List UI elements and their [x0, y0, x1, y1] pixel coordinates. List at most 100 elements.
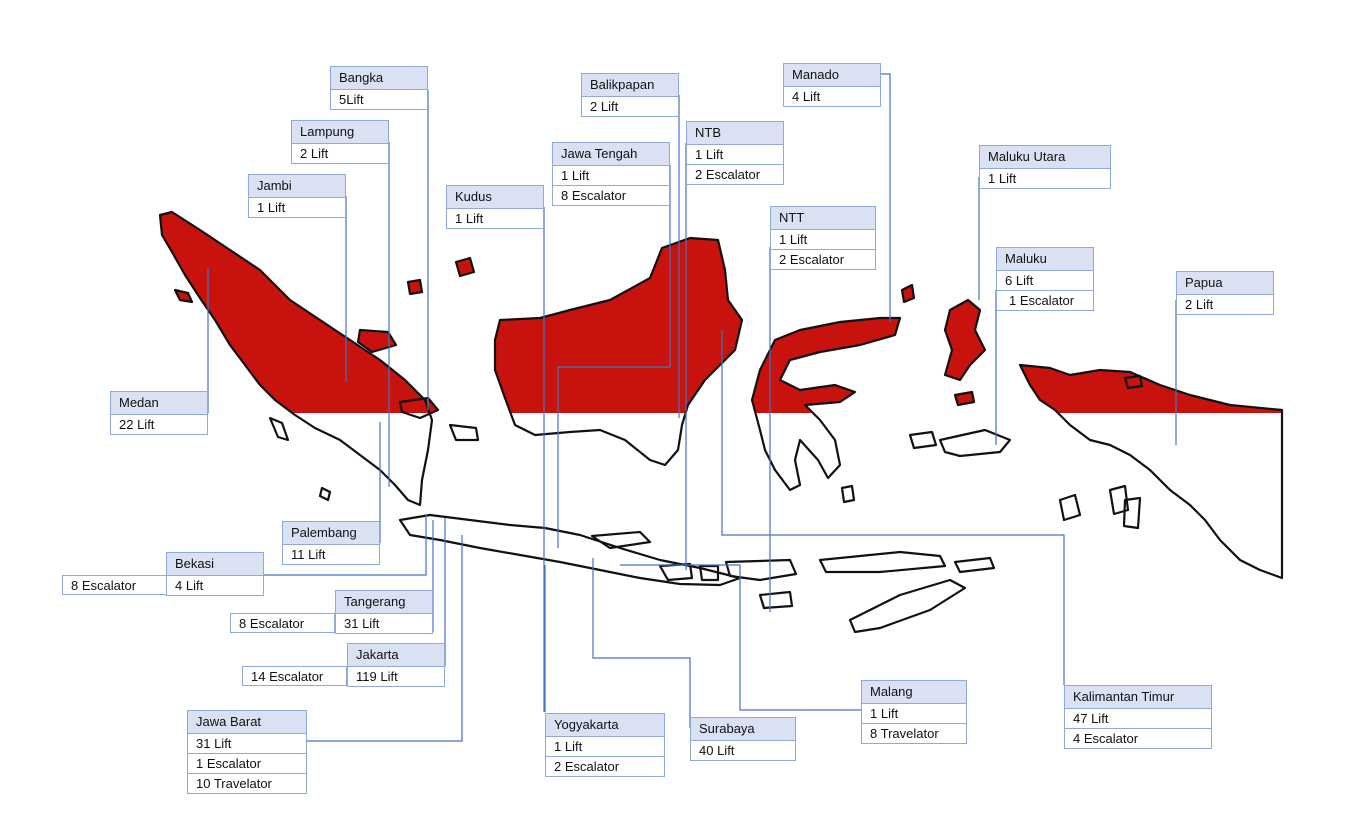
label-palembang: Palembang 11 Lift: [282, 521, 380, 565]
island-mentawai: [268, 416, 290, 442]
label-side-jakarta: 14 Escalator: [242, 666, 347, 686]
label-title: Papua: [1176, 271, 1274, 295]
island-bangka: [398, 396, 440, 420]
label-title: Jambi: [248, 174, 346, 198]
island-lombok: [698, 564, 720, 582]
label-kalimantan-timur: Kalimantan Timur 47 Lift 4 Escalator: [1064, 685, 1212, 749]
island-riau: [356, 328, 398, 354]
label-title: Jakarta: [347, 643, 445, 667]
fill-island-sulawesi: [752, 318, 900, 413]
label-side-bekasi: 8 Escalator: [62, 575, 167, 595]
island-madura: [590, 530, 652, 550]
island-belitung: [448, 423, 480, 442]
fill-island-sumatra: [160, 212, 430, 413]
label-maluku-utara: Maluku Utara 1 Lift: [979, 145, 1111, 189]
label-line: 1 Lift: [686, 145, 784, 165]
label-line: 2 Escalator: [770, 250, 876, 270]
label-line: 2 Lift: [1176, 295, 1274, 315]
label-title: Palembang: [282, 521, 380, 545]
label-line: 119 Lift: [347, 667, 445, 687]
island-tanimbar: [1058, 493, 1082, 522]
fill-island-kalimantan: [495, 238, 742, 413]
label-bekasi: Bekasi 4 Lift: [166, 552, 264, 596]
fill-island-papua: [1020, 365, 1282, 413]
label-line: 1 Lift: [545, 737, 665, 757]
label-lampung: Lampung 2 Lift: [291, 120, 389, 164]
island-seram: [938, 428, 1012, 458]
label-title: Lampung: [291, 120, 389, 144]
island-alor: [953, 556, 996, 574]
label-line: 31 Lift: [335, 614, 433, 634]
label-title: Tangerang: [335, 590, 433, 614]
label-line: 1 Lift: [770, 230, 876, 250]
label-line: 1 Lift: [861, 704, 967, 724]
label-line: 6 Lift: [996, 271, 1094, 291]
island-sumba: [758, 590, 794, 610]
label-kudus: Kudus 1 Lift: [446, 185, 544, 229]
label-medan: Medan 22 Lift: [110, 391, 208, 435]
label-title: Surabaya: [690, 717, 796, 741]
label-ntt: NTT 1 Lift 2 Escalator: [770, 206, 876, 270]
label-malang: Malang 1 Lift 8 Travelator: [861, 680, 967, 744]
label-title: Jawa Barat: [187, 710, 307, 734]
label-jawa-barat: Jawa Barat 31 Lift 1 Escalator 10 Travel…: [187, 710, 307, 794]
label-title: Medan: [110, 391, 208, 415]
label-line: 1 Lift: [552, 166, 670, 186]
label-line: 10 Travelator: [187, 774, 307, 794]
label-jakarta: Jakarta 119 Lift: [347, 643, 445, 687]
leader-manado: [881, 73, 891, 322]
label-maluku: Maluku 6 Lift 1 Escalator: [996, 247, 1094, 311]
island-buru: [908, 430, 938, 450]
label-title: Yogyakarta: [545, 713, 665, 737]
label-balikpapan: Balikpapan 2 Lift: [581, 73, 679, 117]
label-line: 1 Lift: [446, 209, 544, 229]
label-line: 2 Escalator: [686, 165, 784, 185]
island-sumatra: [158, 210, 434, 507]
islands: [158, 210, 1284, 634]
label-title: Bekasi: [166, 552, 264, 576]
label-jawa-tengah: Jawa Tengah 1 Lift 8 Escalator: [552, 142, 670, 206]
label-line: 2 Escalator: [545, 757, 665, 777]
island-flores: [818, 550, 947, 574]
leader-malang: [620, 564, 861, 711]
label-ntb: NTB 1 Lift 2 Escalator: [686, 121, 784, 185]
label-line: 2 Lift: [581, 97, 679, 117]
leader-kalimantan-timur: [721, 330, 1065, 685]
label-title: Maluku Utara: [979, 145, 1111, 169]
fill-island-biak: [1125, 376, 1142, 388]
leader-bekasi: [264, 515, 427, 576]
label-title: Manado: [783, 63, 881, 87]
label-surabaya: Surabaya 40 Lift: [690, 717, 796, 761]
leader-surabaya: [592, 558, 691, 728]
label-title: Jawa Tengah: [552, 142, 670, 166]
label-line: 1 Lift: [979, 169, 1111, 189]
label-yogyakarta: Yogyakarta 1 Lift 2 Escalator: [545, 713, 665, 777]
island-enggano: [318, 486, 332, 502]
island-kei: [1108, 484, 1130, 516]
island-kalimantan: [493, 236, 744, 467]
island-sulawesi: [750, 316, 902, 492]
label-line: 11 Lift: [282, 545, 380, 565]
label-papua: Papua 2 Lift: [1176, 271, 1274, 315]
island-sangihe: [900, 283, 916, 304]
label-title: Bangka: [330, 66, 428, 90]
island-obi: [953, 390, 976, 407]
leader-lines: [207, 73, 1177, 742]
island-aru: [1122, 496, 1142, 530]
fill-island-java: [400, 515, 740, 585]
red-fill-layer: [160, 212, 1282, 632]
fill-island-natuna: [456, 258, 474, 276]
fill-island-anambas: [408, 280, 422, 294]
label-title: Malang: [861, 680, 967, 704]
label-line: 4 Lift: [166, 576, 264, 596]
island-halmahera: [943, 298, 987, 382]
fill-island-timor: [850, 580, 965, 632]
island-timor: [848, 578, 967, 634]
label-line: 1 Lift: [248, 198, 346, 218]
label-line: 2 Lift: [291, 144, 389, 164]
island-java: [398, 513, 742, 587]
leader-jawa-barat: [307, 535, 463, 742]
label-line: 31 Lift: [187, 734, 307, 754]
label-line: 5Lift: [330, 90, 428, 110]
